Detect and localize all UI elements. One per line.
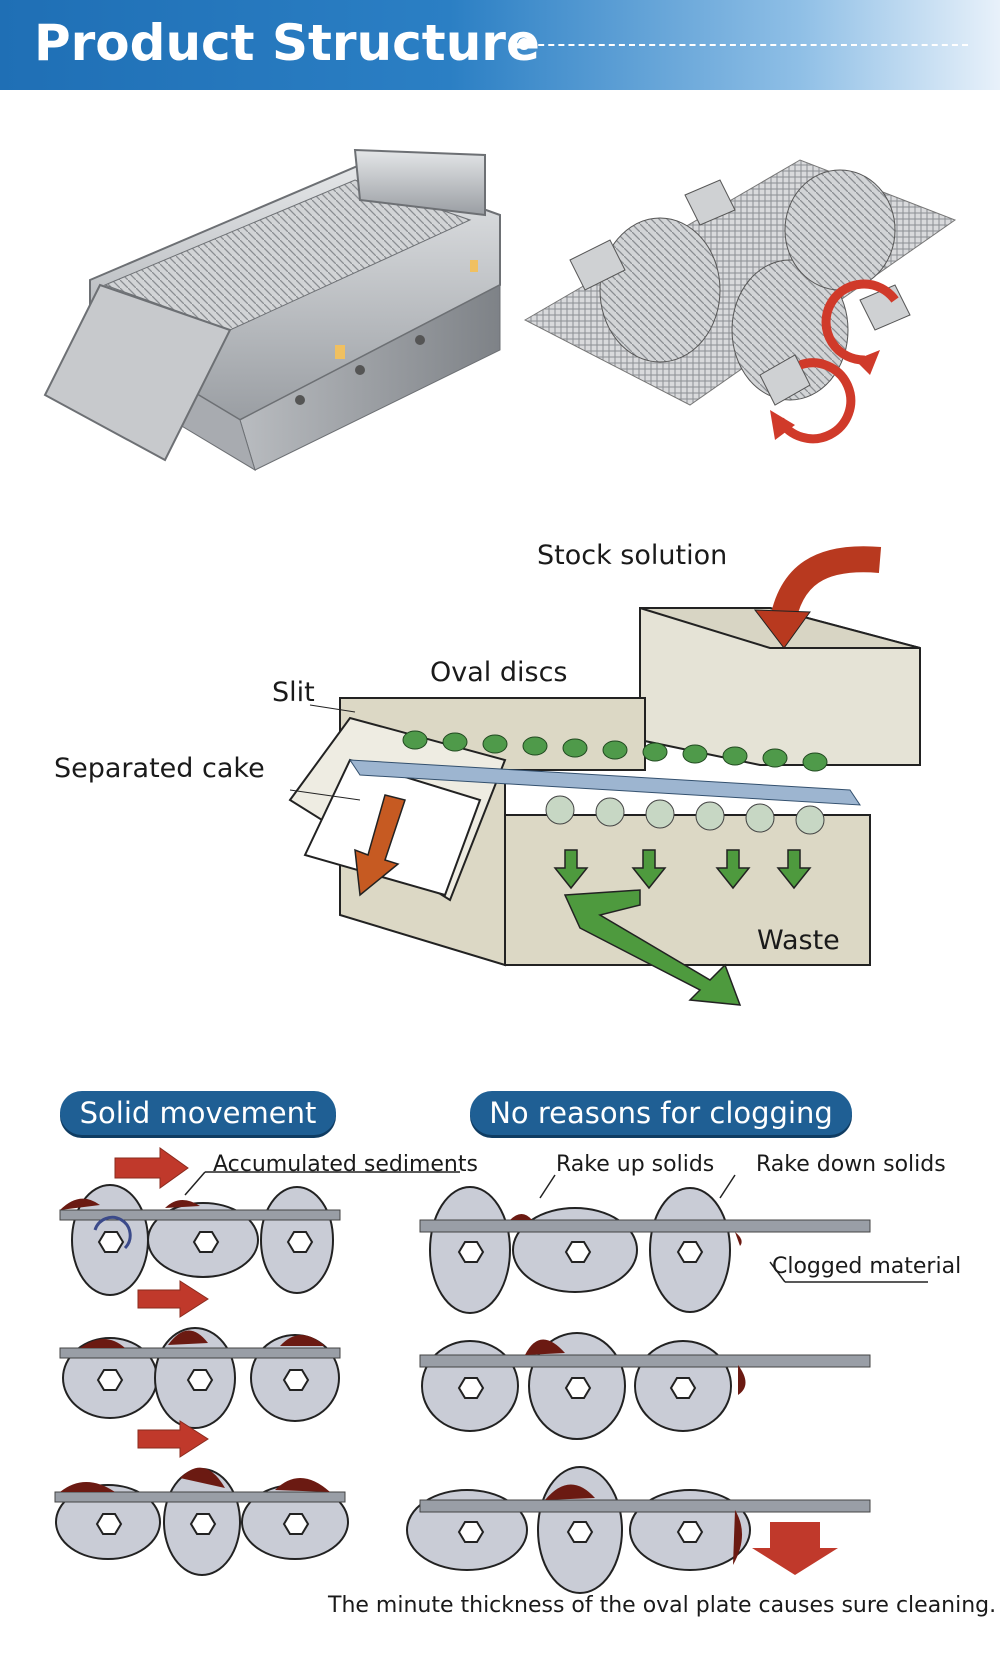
header-banner: Product Structure <box>0 0 1000 90</box>
oval-discs-label: Oval discs <box>430 657 568 688</box>
rake-up-label: Rake up solids <box>556 1152 715 1177</box>
oval-discs-row <box>402 730 828 772</box>
waste-label: Waste <box>757 925 840 956</box>
stock-solution-label: Stock solution <box>537 540 728 571</box>
no-clogging-title: No reasons for clogging <box>470 1091 852 1135</box>
rake-down-label: Rake down solids <box>756 1152 946 1177</box>
solid-movement-title: Solid movement <box>60 1091 336 1135</box>
solid-movement-diagram <box>54 1147 460 1576</box>
caption: The minute thickness of the oval plate c… <box>328 1593 997 1618</box>
banner-dashed-line <box>518 44 968 46</box>
discs-illustration <box>523 159 957 444</box>
accumulated-sediments-label: Accumulated sediments <box>213 1152 478 1177</box>
clogged-material-label: Clogged material <box>772 1254 962 1279</box>
page-title: Product Structure <box>34 14 540 72</box>
machine-photo <box>43 148 501 472</box>
separated-cake-label: Separated cake <box>54 753 265 784</box>
slit-label: Slit <box>272 677 315 708</box>
no-clogging-diagram <box>406 1174 928 1594</box>
process-diagram <box>288 546 921 1006</box>
